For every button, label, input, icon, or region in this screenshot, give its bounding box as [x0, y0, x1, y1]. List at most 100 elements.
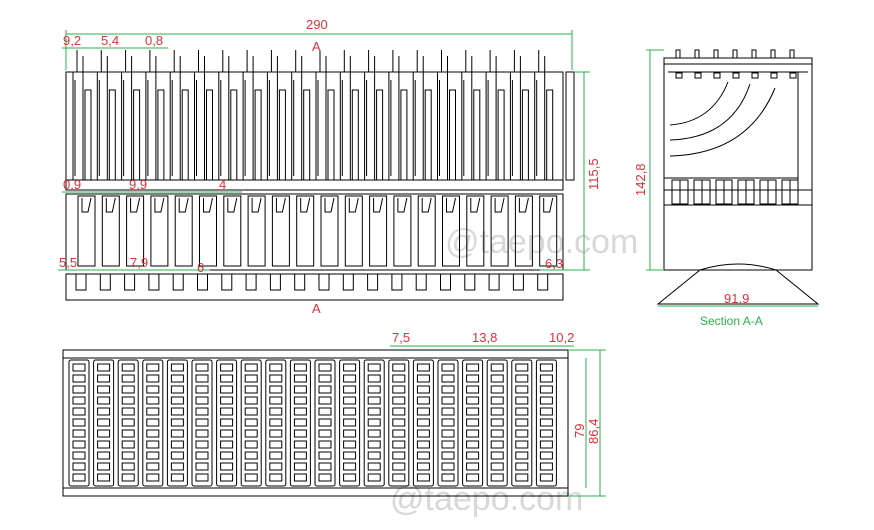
top-contact — [170, 451, 184, 460]
top-contact — [121, 462, 135, 471]
top-contact — [146, 407, 160, 416]
top-contact — [195, 418, 209, 427]
section-caption: Section A-A — [700, 314, 763, 328]
slot-latch — [300, 197, 311, 213]
top-contact — [195, 363, 209, 372]
top-contact — [318, 451, 332, 460]
slot-latch — [324, 197, 335, 213]
top-contact — [539, 473, 553, 482]
section-marker-top: A — [312, 39, 321, 54]
front-upper-body — [65, 71, 564, 191]
middle-slot — [514, 195, 533, 267]
top-contact — [343, 396, 357, 405]
top-contact — [195, 440, 209, 449]
top-contact — [244, 429, 258, 438]
top-contact — [392, 363, 406, 372]
top-module — [363, 359, 385, 487]
top-contact — [490, 429, 504, 438]
top-contact — [244, 374, 258, 383]
top-contact — [515, 363, 529, 372]
top-contact — [293, 385, 307, 394]
top-contact — [220, 451, 234, 460]
top-contact — [244, 473, 258, 482]
slot-latch — [518, 197, 529, 213]
bottom-tooth — [488, 274, 500, 291]
top-contact — [466, 385, 480, 394]
top-contact — [97, 440, 111, 449]
slot-latch — [251, 197, 262, 213]
watermark-upper: @taepo.com — [445, 223, 638, 261]
front-middle-slots — [77, 195, 558, 267]
top-contact — [269, 407, 283, 416]
upper-contact-slot — [194, 71, 205, 181]
section-wire-arc-3 — [669, 87, 776, 157]
top-contact — [490, 451, 504, 460]
section-top-cap — [663, 57, 813, 64]
top-contact — [72, 363, 86, 372]
section-marker-bottom: A — [312, 301, 321, 316]
top-contact — [416, 473, 430, 482]
top-contact — [146, 418, 160, 427]
section-wire-arc-1 — [669, 81, 729, 126]
top-module — [166, 359, 188, 487]
top-contact — [392, 396, 406, 405]
middle-slot — [77, 195, 96, 267]
top-contact — [515, 429, 529, 438]
top-module — [412, 359, 434, 487]
top-contact — [515, 418, 529, 427]
top-contact — [416, 407, 430, 416]
top-contact — [441, 374, 455, 383]
top-contact — [97, 385, 111, 394]
top-contact — [441, 407, 455, 416]
top-pitch-label-7-5: 7,5 — [392, 330, 410, 345]
section-pin — [732, 49, 738, 59]
top-contact — [121, 429, 135, 438]
bottom-tooth — [99, 274, 111, 291]
middle-slot — [271, 195, 290, 267]
contact-separator — [327, 89, 335, 181]
top-contact — [441, 363, 455, 372]
top-contact — [515, 473, 529, 482]
slot-latch — [178, 197, 189, 213]
top-contact — [416, 462, 430, 471]
top-contact — [441, 451, 455, 460]
top-contact — [318, 396, 332, 405]
section-top-pins — [675, 49, 797, 79]
top-contact — [72, 407, 86, 416]
top-contact — [367, 440, 381, 449]
bottom-label-6-3: 6,3 — [545, 256, 563, 271]
top-module — [216, 359, 238, 487]
top-contact — [539, 374, 553, 383]
section-dimensions — [646, 49, 818, 307]
contact-separator — [449, 89, 456, 181]
top-contact — [367, 396, 381, 405]
top-module — [486, 359, 508, 487]
top-contact — [515, 462, 529, 471]
top-contact — [269, 473, 283, 482]
top-contact — [146, 429, 160, 438]
contact-separator — [230, 89, 238, 181]
top-contact — [539, 462, 553, 471]
top-contact — [195, 473, 209, 482]
top-contact — [293, 407, 307, 416]
top-contact — [466, 418, 480, 427]
top-contact — [97, 429, 111, 438]
bottom-label-6: 6 — [197, 260, 204, 275]
top-contact — [515, 374, 529, 383]
top-contact — [343, 429, 357, 438]
top-contact — [343, 440, 357, 449]
contact-separator — [133, 89, 141, 181]
middle-slot — [466, 195, 485, 267]
top-contact — [269, 440, 283, 449]
middle-slot — [344, 195, 363, 267]
top-contact — [293, 418, 307, 427]
contact-separator — [497, 89, 505, 181]
top-module — [511, 359, 533, 487]
top-contact — [293, 440, 307, 449]
overall-width-label: 290 — [306, 17, 328, 32]
top-contact — [318, 462, 332, 471]
contact-separator — [303, 89, 311, 181]
top-contact — [220, 407, 234, 416]
middle-slot — [101, 195, 120, 267]
top-contact — [343, 462, 357, 471]
